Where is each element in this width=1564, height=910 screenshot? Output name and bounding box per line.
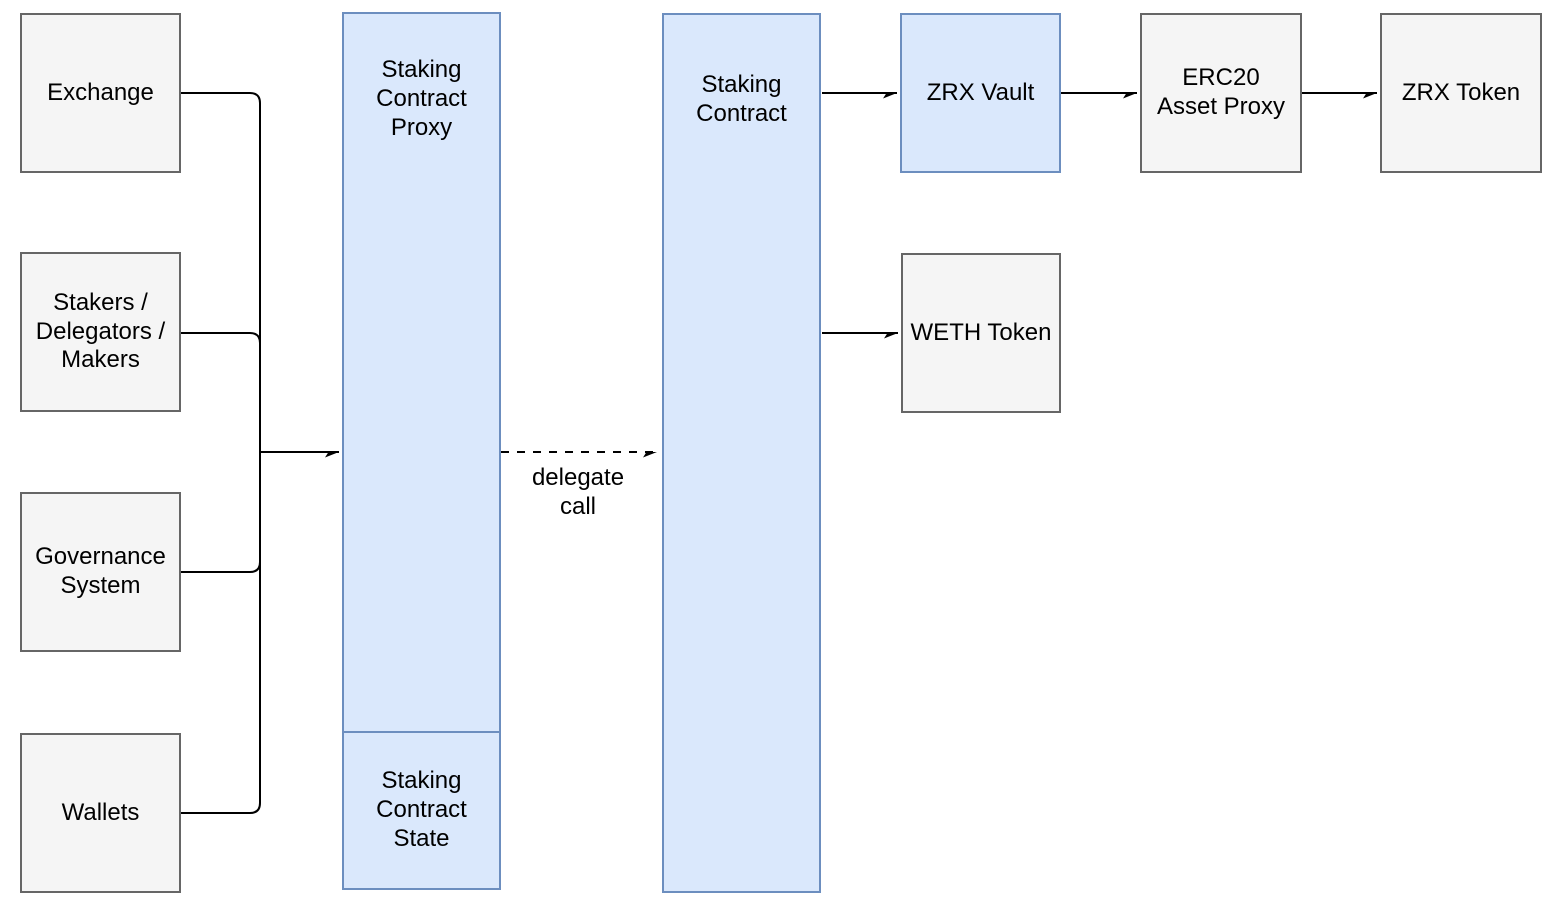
node-stakers-delegators-makers: Stakers / Delegators / Makers <box>20 252 181 412</box>
node-staking-contract-proxy-label: Staking Contract Proxy <box>376 56 467 141</box>
edge-wallets-to-trunk <box>181 452 261 814</box>
node-wallets-label: Wallets <box>61 798 140 826</box>
node-erc20-asset-proxy-label: ERC20 Asset Proxy <box>1156 64 1286 120</box>
node-weth-token-label: WETH Token <box>910 318 1052 346</box>
node-stakers-delegators-makers-label: Stakers / Delegators / Makers <box>35 288 166 374</box>
edge-exchange-to-trunk <box>181 92 261 452</box>
node-exchange: Exchange <box>20 13 181 173</box>
node-staking-contract: Staking Contract <box>662 13 821 893</box>
edge-stakers-to-trunk <box>181 332 261 452</box>
node-staking-contract-label: Staking Contract <box>696 71 787 127</box>
node-erc20-asset-proxy: ERC20 Asset Proxy <box>1140 13 1302 173</box>
node-governance-system-label: Governance System <box>35 543 166 599</box>
node-weth-token: WETH Token <box>901 253 1061 413</box>
delegate-call-edge-label: delegate call <box>531 464 625 520</box>
node-staking-contract-proxy: Staking Contract Proxy <box>342 12 501 733</box>
node-exchange-label: Exchange <box>47 78 154 106</box>
node-staking-contract-state: Staking Contract State <box>342 731 501 890</box>
node-zrx-vault-label: ZRX Vault <box>926 78 1035 106</box>
node-governance-system: Governance System <box>20 492 181 652</box>
node-zrx-token: ZRX Token <box>1380 13 1542 173</box>
node-zrx-vault: ZRX Vault <box>900 13 1061 173</box>
node-zrx-token-label: ZRX Token <box>1401 78 1521 106</box>
edge-governance-to-trunk <box>181 452 261 573</box>
node-staking-contract-state-label: Staking Contract State <box>376 767 467 852</box>
node-wallets: Wallets <box>20 733 181 893</box>
